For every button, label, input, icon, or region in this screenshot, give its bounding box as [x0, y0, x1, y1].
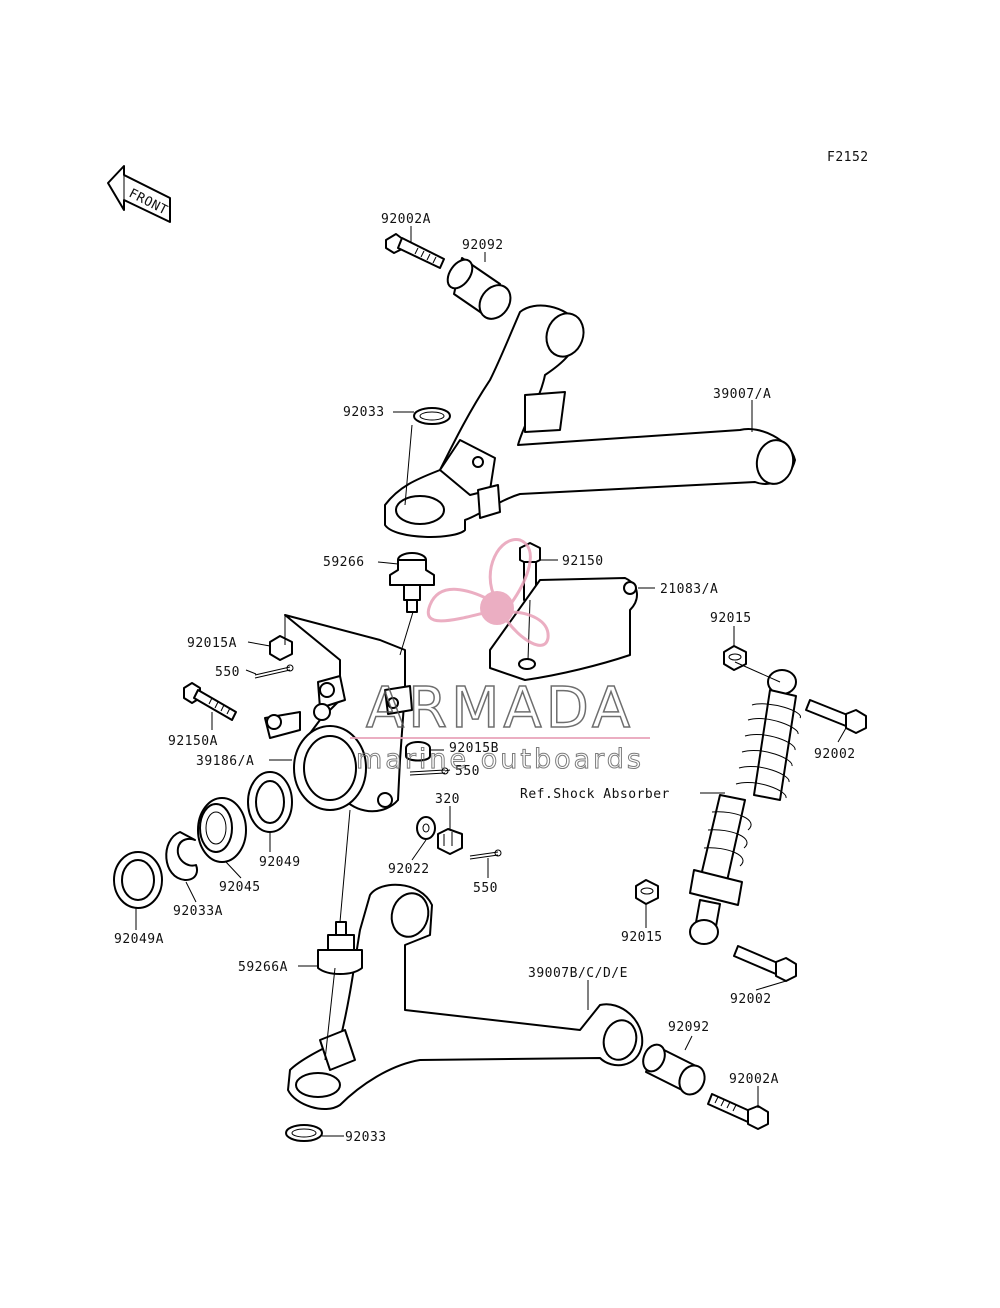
bolt-92150A — [183, 682, 237, 721]
label-92033-top: 92033 — [343, 405, 385, 420]
label-21083A: 21083/A — [660, 582, 718, 597]
label-92092-top: 92092 — [462, 238, 504, 253]
knuckle-39186A — [264, 614, 413, 813]
bracket-21083A — [489, 577, 638, 681]
label-39007A: 39007/A — [713, 387, 771, 402]
label-92045: 92045 — [219, 880, 261, 895]
cotter-pin-550-c — [469, 849, 502, 860]
label-92015A: 92015A — [187, 636, 237, 651]
nut-92015A — [269, 635, 293, 661]
label-92033-bottom: 92033 — [345, 1130, 387, 1145]
bearing-92045 — [197, 797, 247, 863]
label-550-a: 550 — [215, 665, 240, 680]
watermark-brand: ARMADA — [366, 676, 634, 741]
upper-a-arm-39007A — [384, 304, 796, 538]
label-39186A: 39186/A — [196, 754, 254, 769]
bolt-92002-upper — [805, 699, 867, 734]
label-59266: 59266 — [323, 555, 365, 570]
bearing-92049 — [247, 771, 293, 833]
circlip-92033A — [165, 831, 198, 881]
bolt-92002A-lower — [707, 1093, 769, 1130]
leader-lines — [135, 226, 847, 1137]
castle-nut-320 — [437, 828, 463, 855]
label-92150: 92150 — [562, 554, 604, 569]
label-92022: 92022 — [388, 862, 430, 877]
label-92049: 92049 — [259, 855, 301, 870]
bushing-92092-lower — [642, 1043, 706, 1096]
cotter-pin-550-a — [254, 664, 294, 679]
front-direction-arrow: FRONT — [107, 165, 171, 223]
label-39007BCDE: 39007B/C/D/E — [528, 966, 628, 981]
label-92015-right: 92015 — [710, 611, 752, 626]
label-92002A-bottom: 92002A — [729, 1072, 779, 1087]
ball-joint-59266 — [389, 552, 435, 613]
nut-92015B — [405, 741, 431, 762]
shock-absorber — [689, 669, 801, 945]
label-92002A-top: 92002A — [381, 212, 431, 227]
circlip-92033-lower — [285, 1124, 323, 1142]
label-92002-upper: 92002 — [814, 747, 856, 762]
label-92092-bottom: 92092 — [668, 1020, 710, 1035]
propeller-logo-icon — [426, 538, 550, 647]
seal-92049A — [113, 851, 163, 909]
nut-92015-lower — [635, 879, 659, 905]
figure-code: F2152 — [827, 150, 869, 165]
nut-92015-right — [723, 645, 747, 671]
label-550-b: 550 — [455, 764, 480, 779]
assembly-guide-lines — [324, 424, 781, 1061]
washer-92022 — [416, 816, 436, 840]
armada-watermark: ARMADA marine outboards — [350, 538, 650, 776]
label-92015-lower: 92015 — [621, 930, 663, 945]
part-labels: 92002A 92092 92033 39007/A 59266 92150 2… — [114, 212, 856, 1145]
watermark-tagline: marine outboards — [356, 744, 644, 775]
label-92150A: 92150A — [168, 734, 218, 749]
label-ref-shock-absorber: Ref.Shock Absorber — [520, 787, 670, 802]
label-320: 320 — [435, 792, 460, 807]
label-92049A: 92049A — [114, 932, 164, 947]
label-92015B: 92015B — [449, 741, 499, 756]
label-92002-lower: 92002 — [730, 992, 772, 1007]
lower-a-arm-39007BCDE — [287, 883, 644, 1110]
bushing-92092-upper — [446, 257, 512, 320]
ball-joint-59266A — [317, 921, 363, 975]
label-59266A: 59266A — [238, 960, 288, 975]
cotter-pin-550-b — [409, 767, 449, 776]
bolt-92002A-upper — [385, 233, 445, 269]
circlip-92033-upper — [413, 407, 451, 425]
label-92033A: 92033A — [173, 904, 223, 919]
label-550-c: 550 — [473, 881, 498, 896]
bolt-92002-lower — [733, 945, 797, 982]
